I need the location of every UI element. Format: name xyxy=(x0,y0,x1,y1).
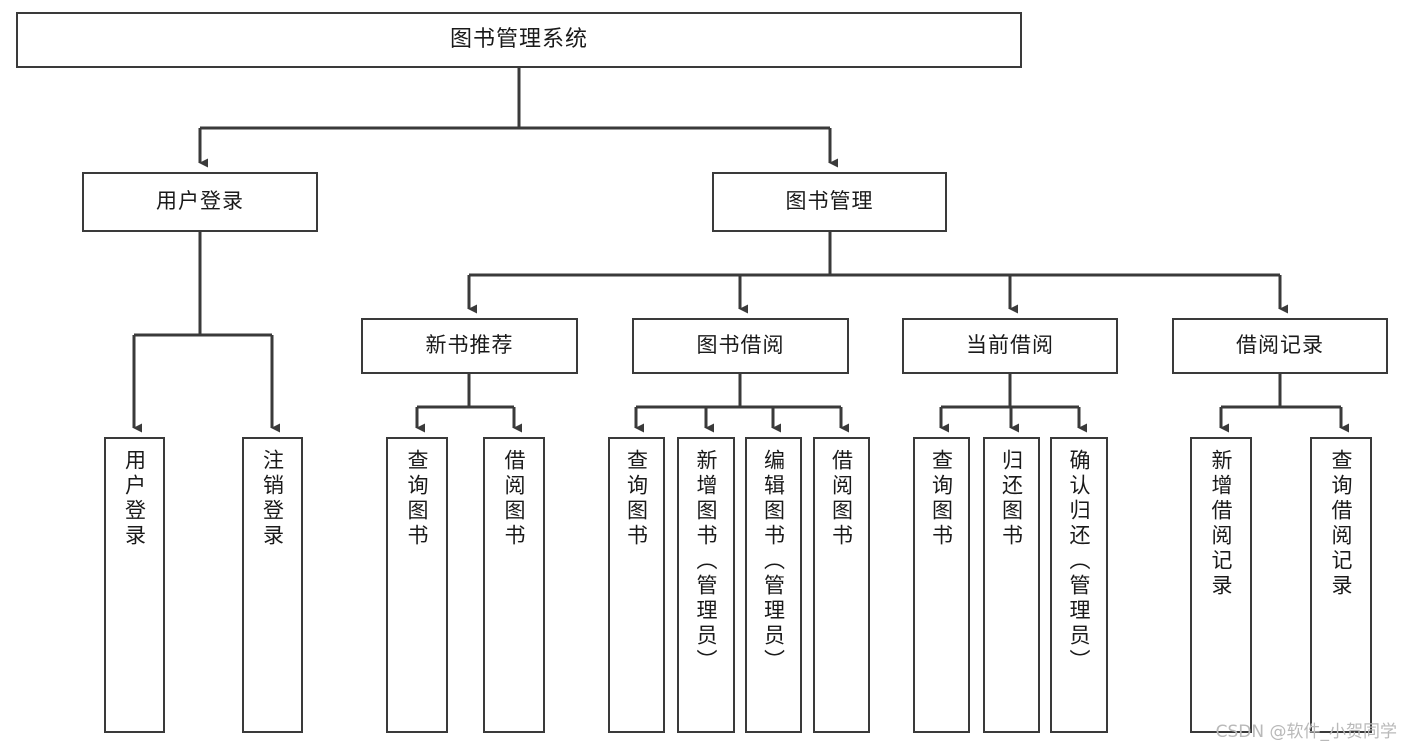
node-label: 新增图书（管理员） xyxy=(694,449,719,674)
node-label: 归还图书 xyxy=(999,449,1024,549)
node-label: 借阅图书 xyxy=(829,449,854,549)
leaf-borrow-book-recommend[interactable]: 借阅图书 xyxy=(483,437,545,733)
node-label: 新书推荐 xyxy=(425,333,514,358)
node-label: 注销登录 xyxy=(260,449,285,549)
leaf-user-login[interactable]: 用户登录 xyxy=(104,437,165,733)
leaf-confirm-return-admin[interactable]: 确认归还（管理员） xyxy=(1050,437,1108,733)
node-user-login[interactable]: 用户登录 xyxy=(82,172,318,232)
node-label: 用户登录 xyxy=(122,449,147,549)
node-label: 编辑图书（管理员） xyxy=(761,449,786,674)
node-label: 图书借阅 xyxy=(696,333,785,358)
node-new-book-recommend[interactable]: 新书推荐 xyxy=(361,318,578,374)
node-borrow-records[interactable]: 借阅记录 xyxy=(1172,318,1388,374)
leaf-query-book-borrow[interactable]: 查询图书 xyxy=(608,437,665,733)
node-label: 图书管理 xyxy=(785,189,874,214)
leaf-return-book[interactable]: 归还图书 xyxy=(983,437,1040,733)
node-label: 图书管理系统 xyxy=(449,26,588,52)
leaf-query-book-recommend[interactable]: 查询图书 xyxy=(386,437,448,733)
node-label: 借阅记录 xyxy=(1236,333,1324,358)
leaf-query-book-current[interactable]: 查询图书 xyxy=(913,437,970,733)
node-label: 确认归还（管理员） xyxy=(1067,449,1092,674)
node-label: 用户登录 xyxy=(156,189,244,214)
leaf-add-borrow-record[interactable]: 新增借阅记录 xyxy=(1190,437,1252,733)
node-root-system[interactable]: 图书管理系统 xyxy=(16,12,1022,68)
node-label: 查询借阅记录 xyxy=(1329,449,1354,599)
leaf-borrow-book[interactable]: 借阅图书 xyxy=(813,437,870,733)
leaf-query-borrow-record[interactable]: 查询借阅记录 xyxy=(1310,437,1372,733)
node-label: 查询图书 xyxy=(929,449,954,549)
node-label: 当前借阅 xyxy=(966,333,1054,358)
node-current-borrow[interactable]: 当前借阅 xyxy=(902,318,1118,374)
node-label: 查询图书 xyxy=(624,449,649,549)
node-label: 查询图书 xyxy=(405,449,430,549)
node-book-management[interactable]: 图书管理 xyxy=(712,172,947,232)
leaf-logout[interactable]: 注销登录 xyxy=(242,437,303,733)
leaf-add-book-admin[interactable]: 新增图书（管理员） xyxy=(677,437,735,733)
node-label: 新增借阅记录 xyxy=(1209,449,1234,599)
node-label: 借阅图书 xyxy=(502,449,527,549)
node-book-borrow[interactable]: 图书借阅 xyxy=(632,318,849,374)
leaf-edit-book-admin[interactable]: 编辑图书（管理员） xyxy=(745,437,802,733)
